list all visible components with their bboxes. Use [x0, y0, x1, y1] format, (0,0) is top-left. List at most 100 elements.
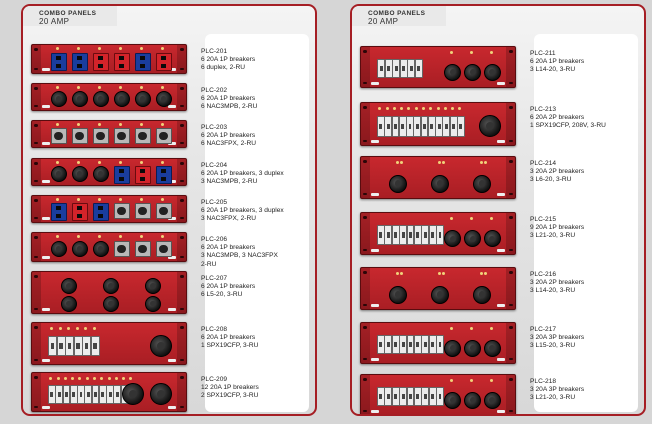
logo-badge: [497, 358, 505, 361]
circuit-breaker-icon: [377, 58, 385, 79]
rack-panel: [360, 267, 516, 310]
round-connector-icon: [145, 278, 161, 294]
mounting-hole: [34, 67, 38, 70]
indicator-lamp-icon: [161, 161, 164, 164]
round-connector-icon: [92, 241, 109, 257]
square-connector-icon: [134, 241, 151, 257]
mounting-hole: [34, 162, 38, 165]
duplex-outlet-icon: [155, 53, 172, 71]
round-connector-icon: [71, 241, 88, 257]
indicator-lamp-icon: [84, 327, 87, 330]
spec-line: 3 20A 2P breakers: [530, 168, 585, 176]
model-number: PLC-211: [530, 50, 556, 57]
indicator-lamp-icon: [100, 377, 104, 380]
logo-badge: [42, 406, 50, 409]
spec-line: 6 20A 1P breakers, 3 duplex: [201, 207, 284, 215]
mounting-hole: [34, 405, 38, 408]
mounting-hole: [509, 139, 513, 142]
model-number: PLC-207: [201, 275, 228, 282]
indicator-lamp-icon: [479, 161, 483, 164]
round-connector-icon: [483, 391, 501, 409]
circuit-breaker-icon: [113, 385, 122, 404]
logo-badge: [168, 359, 176, 362]
indicator-lamp-icon: [450, 217, 454, 220]
indicator-lamp-icon: [85, 377, 89, 380]
model-number: PLC-218: [530, 378, 557, 385]
indicator-lamp-icon: [119, 86, 122, 89]
mounting-hole: [34, 255, 38, 258]
mounting-hole: [180, 236, 184, 239]
model-number: PLC-202: [201, 87, 228, 94]
rack-ear: [361, 213, 370, 254]
rack-ear: [177, 233, 186, 261]
multipin-connector-icon: [150, 334, 172, 357]
mounting-hole: [180, 255, 184, 258]
indicator-lamp-icon: [161, 86, 164, 89]
rack-panel: [31, 44, 187, 74]
square-connector-icon: [155, 128, 172, 144]
indicator-lamp-icon: [470, 51, 474, 54]
logo-badge: [42, 308, 50, 311]
indicator-lamp-icon: [161, 235, 164, 238]
spec-line: 6 20A 1P breakers: [201, 95, 256, 103]
mounting-hole: [363, 81, 367, 84]
logo-badge: [42, 180, 50, 183]
multipin-connector-icon: [150, 383, 172, 405]
rack-panel: [360, 212, 516, 255]
rack-ear: [506, 375, 515, 414]
circuit-breaker-icon: [420, 116, 429, 137]
rack-panel: [31, 372, 187, 412]
mounting-hole: [363, 248, 367, 251]
indicator-lamp-icon: [77, 123, 80, 126]
indicator-lamp-icon: [489, 51, 493, 54]
model-number: PLC-206: [201, 236, 228, 243]
indicator-lamp-icon: [450, 379, 454, 382]
mounting-hole: [180, 162, 184, 165]
duplex-outlet-icon: [155, 166, 172, 184]
circuit-breaker-icon: [384, 116, 393, 137]
indicator-lamp-icon: [395, 161, 399, 164]
circuit-breaker-icon: [84, 385, 93, 404]
rack-ear: [361, 375, 370, 414]
round-connector-icon: [103, 278, 119, 294]
card-tab: [23, 6, 117, 26]
model-number: PLC-216: [530, 271, 557, 278]
spec-line: 6 NAC3FPX, 2-RU: [201, 140, 256, 148]
mounting-hole: [34, 199, 38, 202]
rack-ear: [506, 323, 515, 363]
spec-line: 3 L15-20, 3-RU: [530, 342, 576, 350]
indicator-lamp-icon: [98, 123, 101, 126]
duplex-outlet-icon: [50, 53, 67, 71]
round-connector-icon: [389, 285, 407, 304]
logo-badge: [371, 304, 379, 307]
mounting-hole: [180, 87, 184, 90]
duplex-outlet-icon: [50, 203, 67, 221]
round-connector-icon: [444, 63, 462, 81]
mounting-hole: [34, 358, 38, 361]
indicator-lamp-icon: [451, 107, 455, 110]
indicator-lamp-icon: [77, 86, 80, 89]
indicator-lamp-icon: [442, 272, 445, 275]
circuit-breaker-icon: [69, 385, 78, 404]
rack-ear: [177, 159, 186, 185]
mounting-hole: [180, 141, 184, 144]
mounting-hole: [180, 216, 184, 219]
spec-line: 6 20A 2P breakers: [530, 114, 585, 122]
rack-ear: [32, 233, 41, 261]
square-connector-icon: [155, 203, 172, 219]
card-title: COMBO PANELS 20 AMP: [368, 10, 425, 26]
circuit-breaker-icon: [399, 225, 407, 246]
indicator-lamp-icon: [458, 107, 462, 110]
indicator-lamp-icon: [378, 107, 382, 110]
indicator-lamp-icon: [140, 47, 143, 50]
indicator-lamp-icon: [98, 161, 101, 164]
circuit-breaker-icon: [413, 116, 422, 137]
mounting-hole: [509, 160, 513, 163]
spec-line: 3 NAC3MPB, 3 NAC3FPX: [201, 252, 278, 260]
mounting-hole: [509, 326, 513, 329]
